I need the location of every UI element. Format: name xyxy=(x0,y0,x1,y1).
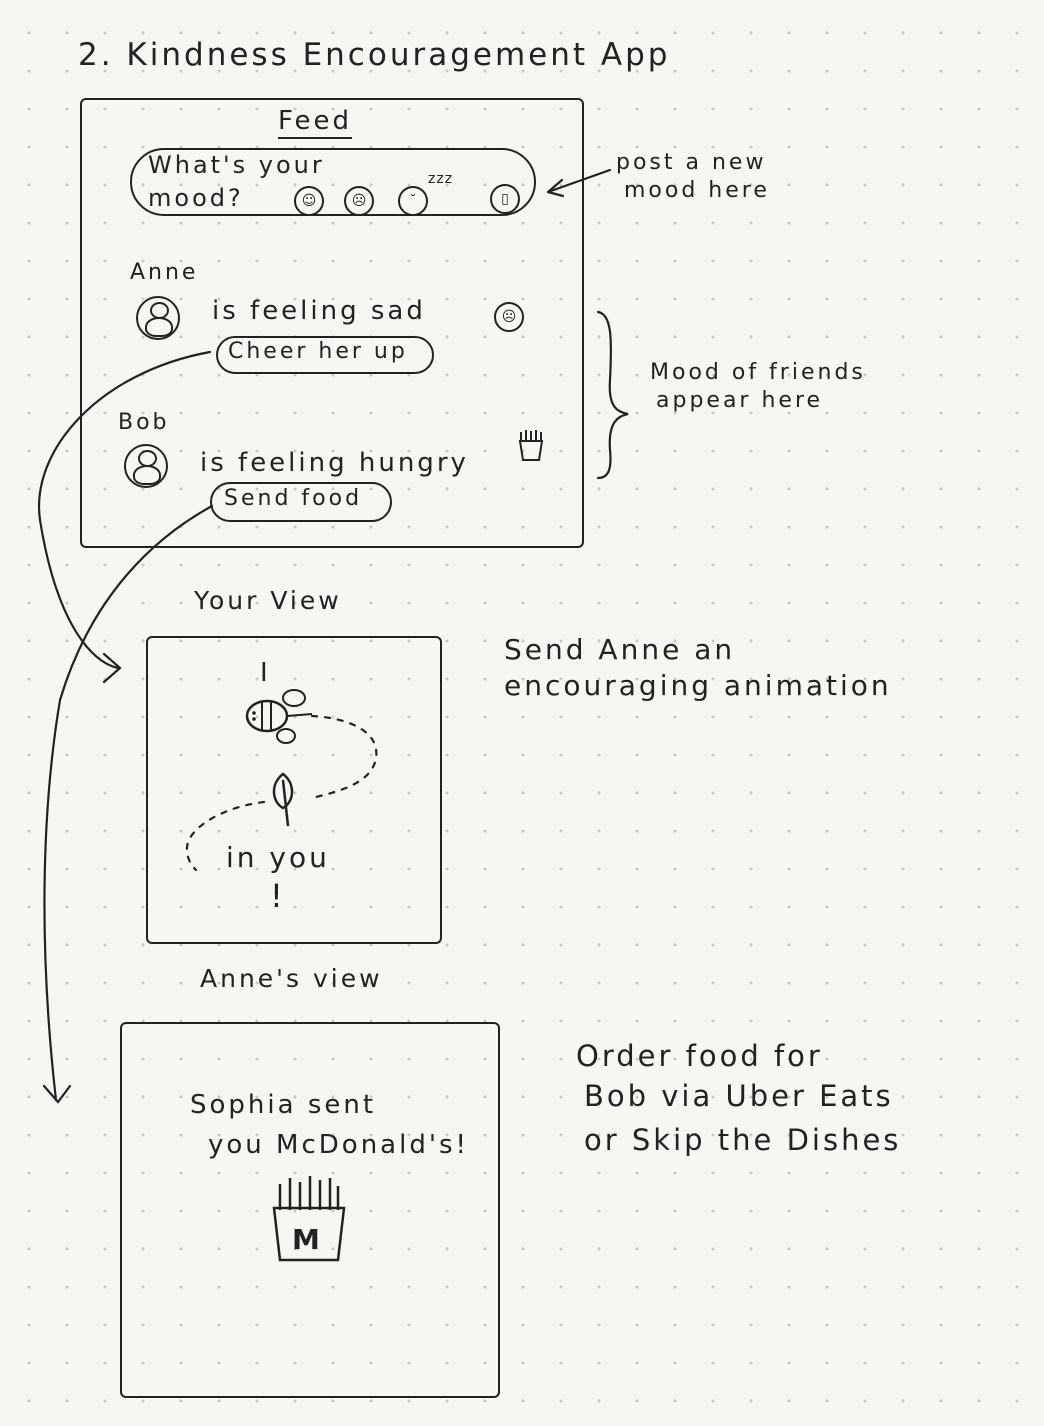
anne-view-label: Anne's view xyxy=(200,964,383,993)
animation-top-text: I xyxy=(260,658,271,688)
bob-view-screen xyxy=(120,1022,500,1398)
friend-name-anne: Anne xyxy=(130,260,199,285)
anne-view-screen xyxy=(146,636,442,944)
annotation-post-mood-2: mood here xyxy=(624,178,770,203)
mood-prompt-line2: mood? xyxy=(148,184,244,212)
friend-name-bob: Bob xyxy=(118,410,170,435)
animation-bottom-text: in you xyxy=(226,841,330,874)
hungry-icon[interactable]: ▯ xyxy=(490,184,520,214)
cheer-up-label: Cheer her up xyxy=(228,339,408,364)
bee-icon xyxy=(240,684,330,754)
sad-icon[interactable]: ☹ xyxy=(344,186,374,216)
avatar xyxy=(124,444,168,488)
mcdonalds-fries-icon xyxy=(268,1170,350,1266)
zzz-label: zzz xyxy=(428,171,454,187)
page-title: 2. Kindness Encouragement App xyxy=(78,37,671,73)
feed-screen xyxy=(80,98,584,548)
sad-icon: ☹ xyxy=(494,302,524,332)
annotation-animation-2: encouraging animation xyxy=(504,669,892,702)
send-food-label: Send food xyxy=(224,486,363,511)
animation-exclaim: ! xyxy=(270,877,286,915)
avatar xyxy=(136,296,180,340)
sleepy-icon[interactable]: ˘ xyxy=(398,186,428,216)
annotation-order-1: Order food for xyxy=(576,1039,823,1073)
fries-icon xyxy=(518,428,544,462)
mcdonalds-logo-letter: M xyxy=(292,1223,320,1256)
status-bob: is feeling hungry xyxy=(200,448,469,478)
mood-input[interactable] xyxy=(130,148,536,216)
annotation-post-mood-1: post a new xyxy=(616,150,767,175)
annotation-animation-1: Send Anne an xyxy=(504,633,736,666)
annotation-friends-2: appear here xyxy=(656,388,824,413)
send-food-button[interactable] xyxy=(210,482,392,522)
annotation-order-2: Bob via Uber Eats xyxy=(584,1079,894,1113)
mood-prompt-line1: What's your xyxy=(148,151,325,179)
food-notice-line2: you McDonald's! xyxy=(208,1130,469,1160)
smile-icon[interactable]: ☺ xyxy=(294,186,324,216)
status-anne: is feeling sad xyxy=(212,296,426,326)
annotation-order-3: or Skip the Dishes xyxy=(584,1123,902,1157)
feed-title: Feed xyxy=(278,108,353,139)
cheer-up-button[interactable] xyxy=(216,336,434,374)
food-notice-line1: Sophia sent xyxy=(190,1090,377,1120)
annotation-friends-1: Mood of friends xyxy=(650,360,866,385)
leaf-icon xyxy=(266,772,300,828)
your-view-label: Your View xyxy=(194,586,342,615)
